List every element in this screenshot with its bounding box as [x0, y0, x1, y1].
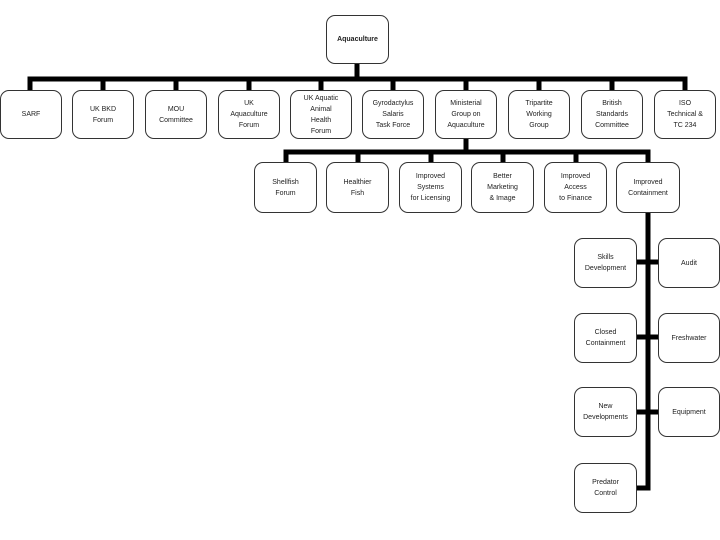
node-level1: SARF: [0, 90, 62, 139]
node-level1: Gyrodactylus Salaris Task Force: [362, 90, 424, 139]
node-level1: UK Aquatic Animal Health Forum: [290, 90, 352, 139]
node-level1: MOU Committee: [145, 90, 207, 139]
node-level2: Better Marketing & Image: [471, 162, 534, 213]
node-level2: Improved Access to Finance: [544, 162, 607, 213]
node-level1: UK Aquaculture Forum: [218, 90, 280, 139]
node-level1: Ministerial Group on Aquaculture: [435, 90, 497, 139]
node-level3-left: Predator Control: [574, 463, 637, 513]
node-level2: Healthier Fish: [326, 162, 389, 213]
node-root: Aquaculture: [326, 15, 389, 64]
node-level3-left: Closed Containment: [574, 313, 637, 363]
node-level2: Improved Containment: [616, 162, 680, 213]
node-level2: Shellfish Forum: [254, 162, 317, 213]
node-level1: Tripartite Working Group: [508, 90, 570, 139]
node-level3-left: Skills Development: [574, 238, 637, 288]
node-level1: ISO Technical & TC 234: [654, 90, 716, 139]
node-level1: British Standards Committee: [581, 90, 643, 139]
node-level3-left: New Developments: [574, 387, 637, 437]
node-level3-right: Audit: [658, 238, 720, 288]
node-level3-right: Equipment: [658, 387, 720, 437]
node-level2: Improved Systems for Licensing: [399, 162, 462, 213]
node-level3-right: Freshwater: [658, 313, 720, 363]
node-level1: UK BKD Forum: [72, 90, 134, 139]
